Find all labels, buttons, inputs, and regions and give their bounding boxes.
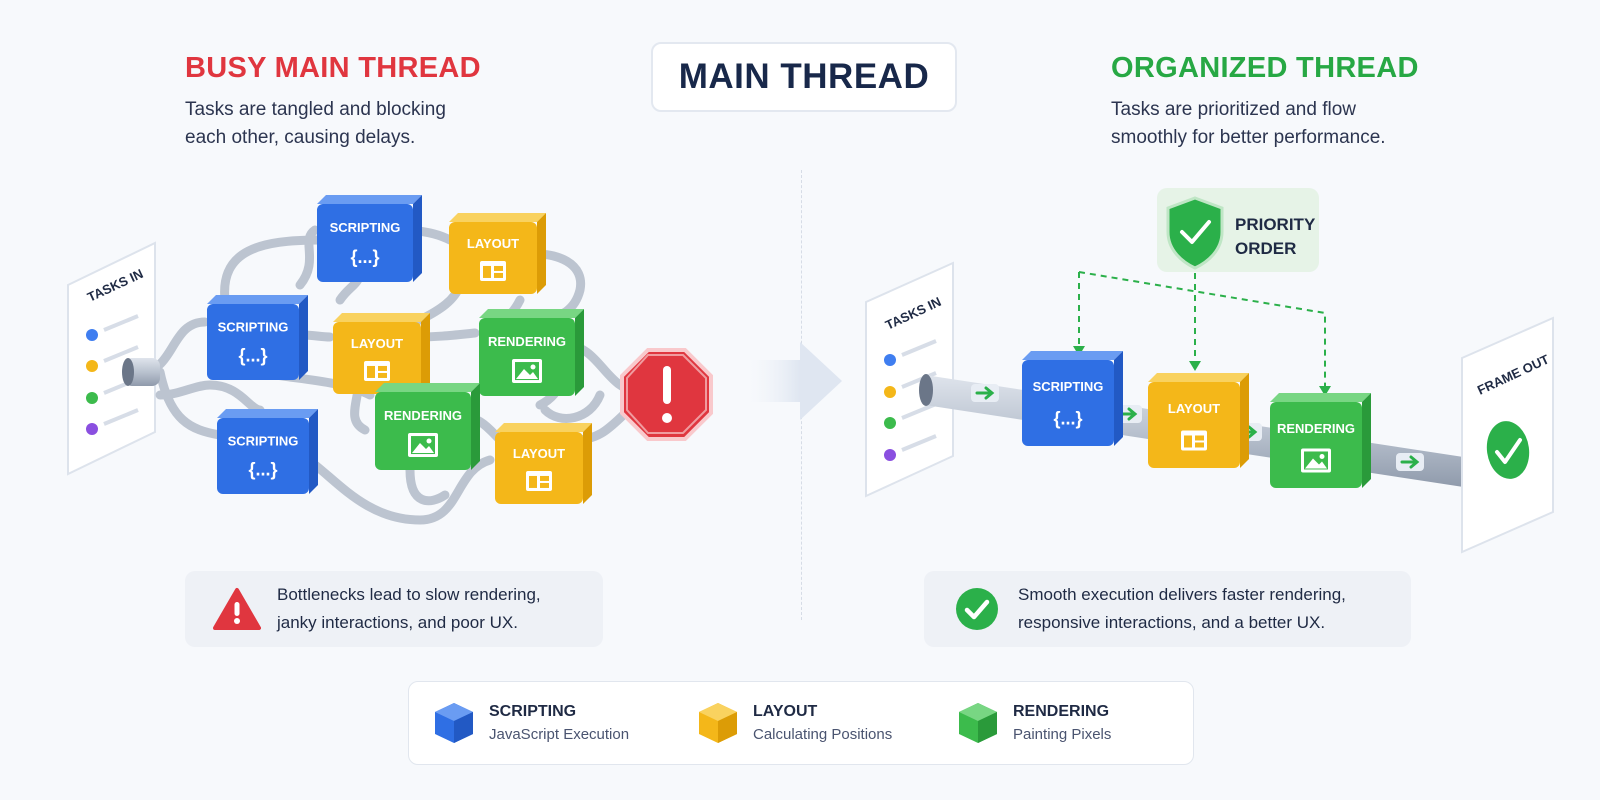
right-task-blocks: SCRIPTING {...} LAYOUT RENDERING: [1022, 351, 1371, 488]
legend-desc-scripting: JavaScript Execution: [489, 726, 630, 743]
code-braces-icon: {...}: [238, 346, 267, 366]
layout-icon: [526, 470, 552, 491]
bottleneck-text-line2: janky interactions, and poor UX.: [277, 613, 518, 632]
page-title: MAIN THREAD: [651, 42, 957, 112]
image-icon: [1301, 448, 1331, 473]
tasks-in-card-left: TASKS IN: [67, 241, 156, 476]
legend-desc-rendering: Painting Pixels: [1013, 726, 1112, 743]
layout-icon: [364, 360, 390, 381]
legend-name-rendering: RENDERING: [1013, 703, 1110, 720]
legend: SCRIPTING JavaScript Execution LAYOUT Ca…: [408, 681, 1194, 765]
legend-item-rendering: RENDERING Painting Pixels: [957, 682, 1111, 764]
task-dot-yellow: [884, 386, 896, 398]
layout-cube-icon: [699, 703, 737, 743]
rendering-task-block: RENDERING: [1270, 393, 1371, 488]
rendering-block-label: RENDERING: [1277, 421, 1355, 436]
left-task-blocks: SCRIPTING {...} LAYOUT SCRIPTING {...} LAYOUT…: [207, 195, 592, 504]
success-check-icon: [956, 588, 998, 630]
blocked-stop-icon: [620, 348, 713, 441]
shield-check-icon: [1166, 196, 1224, 270]
layout-block-label: LAYOUT: [467, 236, 519, 251]
scripting-block-label: SCRIPTING: [228, 433, 299, 448]
organized-thread-description: Tasks are prioritized and flow smoothly …: [1111, 96, 1471, 152]
layout-block-label: LAYOUT: [513, 446, 565, 461]
code-braces-icon: {...}: [1053, 408, 1082, 428]
scripting-task-block: SCRIPTING {...}: [217, 409, 318, 494]
layout-icon: [480, 260, 506, 281]
scripting-block-label: SCRIPTING: [1033, 379, 1104, 394]
code-braces-icon: {...}: [350, 247, 379, 267]
code-braces-icon: {...}: [248, 460, 277, 480]
image-icon: [512, 359, 542, 384]
scripting-task-block: SCRIPTING {...}: [317, 195, 422, 282]
layout-icon: [1181, 430, 1207, 451]
frame-out-card: FRAME OUT: [1461, 316, 1554, 554]
priority-order-badge: PRIORITY ORDER: [1157, 188, 1319, 272]
tasks-in-card-right: TASKS IN: [865, 261, 954, 498]
layout-block-label: LAYOUT: [351, 336, 403, 351]
organized-desc-line2: smoothly for better performance.: [1111, 127, 1386, 148]
task-dot-yellow: [86, 360, 98, 372]
scripting-block-label: SCRIPTING: [218, 319, 289, 334]
image-icon: [408, 433, 438, 458]
rendering-task-block: RENDERING: [375, 383, 480, 470]
organized-desc-line1: Tasks are prioritized and flow: [1111, 99, 1356, 120]
task-dot-purple: [86, 423, 98, 435]
rendering-block-label: RENDERING: [384, 408, 462, 423]
layout-task-block: LAYOUT: [1148, 373, 1249, 468]
transition-arrow: [750, 342, 842, 420]
legend-desc-layout: Calculating Positions: [753, 726, 893, 743]
priority-label-line1: PRIORITY: [1235, 215, 1316, 234]
legend-name-scripting: SCRIPTING: [489, 703, 577, 720]
busy-desc-line2: each other, causing delays.: [185, 127, 416, 148]
busy-thread-description: Tasks are tangled and blocking each othe…: [185, 96, 545, 152]
task-dot-blue: [86, 329, 98, 341]
organized-thread-heading: ORGANIZED THREAD: [1111, 52, 1419, 84]
task-dot-blue: [884, 354, 896, 366]
legend-item-layout: LAYOUT Calculating Positions: [697, 682, 892, 764]
layout-task-block: LAYOUT: [495, 423, 592, 504]
legend-item-scripting: SCRIPTING JavaScript Execution: [433, 682, 629, 764]
scripting-task-block: SCRIPTING {...}: [1022, 351, 1123, 446]
priority-label-line2: ORDER: [1235, 239, 1296, 258]
task-dot-green: [86, 392, 98, 404]
scripting-block-label: SCRIPTING: [330, 220, 401, 235]
frame-check-icon: [1486, 421, 1530, 479]
warning-icon: [213, 588, 261, 630]
scripting-cube-icon: [435, 703, 473, 743]
task-dot-purple: [884, 449, 896, 461]
layout-task-block: LAYOUT: [449, 213, 546, 294]
rendering-cube-icon: [959, 703, 997, 743]
busy-thread-heading: BUSY MAIN THREAD: [185, 52, 481, 84]
scripting-task-block: SCRIPTING {...}: [207, 295, 308, 380]
rendering-block-label: RENDERING: [488, 334, 566, 349]
smooth-callout: Smooth execution delivers faster renderi…: [924, 571, 1411, 647]
task-dot-green: [884, 417, 896, 429]
layout-block-label: LAYOUT: [1168, 401, 1220, 416]
legend-name-layout: LAYOUT: [753, 703, 818, 720]
busy-desc-line1: Tasks are tangled and blocking: [185, 99, 446, 120]
priority-dashed-lines: [1078, 262, 1326, 388]
bottleneck-text-line1: Bottlenecks lead to slow rendering,: [277, 585, 541, 604]
smooth-text-line2: responsive interactions, and a better UX…: [1018, 613, 1326, 632]
layout-task-block: LAYOUT: [333, 313, 430, 394]
smooth-text-line1: Smooth execution delivers faster renderi…: [1018, 585, 1346, 604]
rendering-task-block: RENDERING: [479, 309, 584, 396]
bottleneck-callout: Bottlenecks lead to slow rendering, jank…: [185, 571, 603, 647]
